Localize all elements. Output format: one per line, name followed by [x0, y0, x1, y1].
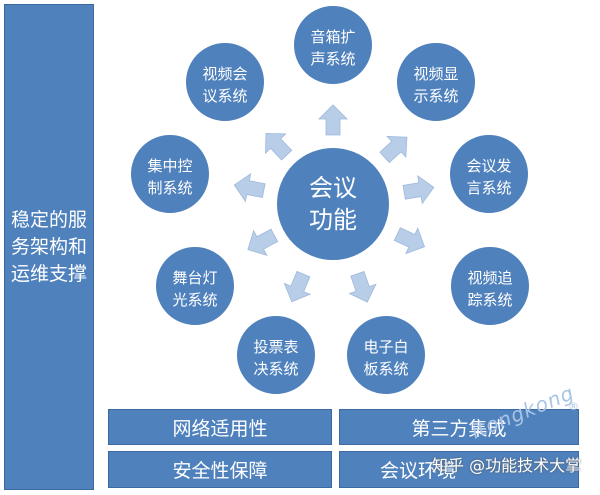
node-label-line2: 光系统 — [172, 291, 217, 309]
node-label-line1: 视频追 — [467, 269, 512, 287]
node-circle — [449, 245, 531, 327]
arrow-7 — [233, 173, 266, 203]
arrow-4 — [348, 270, 377, 303]
arrow-3 — [393, 227, 426, 255]
node-circle — [345, 314, 427, 396]
arrow-8 — [265, 132, 293, 161]
watermark-reg: ® — [568, 400, 579, 413]
node-label-line1: 音箱扩 — [310, 28, 355, 46]
node-label-line2: 议系统 — [202, 87, 247, 105]
bar-network: 网络适用性 — [108, 409, 332, 445]
center-circle — [275, 146, 391, 262]
node-label-line2: 示系统 — [413, 87, 458, 105]
nodes-group: 音箱扩声系统视频显示系统会议发言系统视频追踪系统电子白板系统投票表决系统舞台灯光… — [129, 4, 531, 396]
arrow-2 — [402, 174, 435, 205]
node-label-line1: 视频会 — [202, 65, 247, 83]
bar-security: 安全性保障 — [108, 451, 332, 488]
node-label-line2: 制系统 — [147, 179, 192, 197]
arrows-group — [233, 104, 435, 303]
bar-integration: 第三方集成 — [339, 409, 579, 445]
left-panel-label: 稳定的服务架构和运维支撑 — [10, 208, 87, 285]
center-line1: 会议 — [309, 174, 357, 202]
node-circle — [184, 41, 266, 123]
node-label-line1: 视频显 — [413, 65, 458, 83]
arrow-6 — [247, 228, 279, 256]
bar-environment: 会议环境 — [339, 451, 579, 488]
node-circle — [235, 314, 317, 396]
left-panel: 稳定的服务架构和运维支撑 — [4, 4, 94, 490]
node-circle — [395, 41, 477, 123]
watermark-text: 知乎 @功能技术大掌 — [432, 456, 582, 475]
center-node: 会议 功能 — [275, 146, 391, 262]
node-label-line2: 声系统 — [310, 50, 355, 68]
node-label-line2: 决系统 — [253, 360, 298, 378]
center-line2: 功能 — [309, 206, 357, 234]
node-label-line1: 投票表 — [253, 338, 298, 356]
bar-security-label: 安全性保障 — [172, 460, 268, 482]
arrow-1 — [379, 135, 408, 164]
node-label-line2: 板系统 — [363, 360, 408, 378]
node-label-line1: 集中控 — [147, 157, 192, 175]
bar-environment-label: 会议环境 — [380, 460, 457, 482]
node-label-line1: 舞台灯 — [172, 269, 217, 287]
arrow-0 — [318, 104, 348, 136]
node-label-line1: 电子白 — [363, 338, 408, 356]
node-label-line2: 踪系统 — [467, 291, 512, 309]
arrow-5 — [283, 270, 312, 303]
node-circle — [448, 133, 530, 215]
bar-network-label: 网络适用性 — [172, 417, 268, 440]
bar-integration-label: 第三方集成 — [411, 417, 507, 440]
node-circle — [292, 4, 374, 86]
node-label-line2: 言系统 — [466, 179, 511, 197]
node-circle — [154, 245, 236, 327]
node-label-line1: 会议发 — [466, 157, 511, 175]
node-circle — [129, 133, 211, 215]
